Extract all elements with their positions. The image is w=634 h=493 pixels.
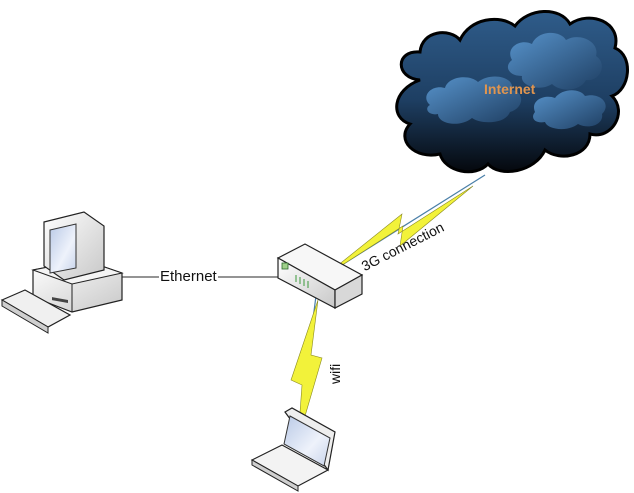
- laptop-icon: [250, 407, 336, 492]
- desktop-computer-icon: [0, 211, 124, 334]
- lightning-icon-3g: [321, 185, 474, 279]
- ethernet-label: Ethernet: [159, 268, 218, 285]
- wifi-label: wifi: [327, 363, 343, 384]
- internet-label: Internet: [484, 81, 536, 97]
- router-icon: [276, 243, 364, 309]
- internet-cloud-icon: [395, 10, 629, 174]
- 3g-link: [317, 174, 486, 281]
